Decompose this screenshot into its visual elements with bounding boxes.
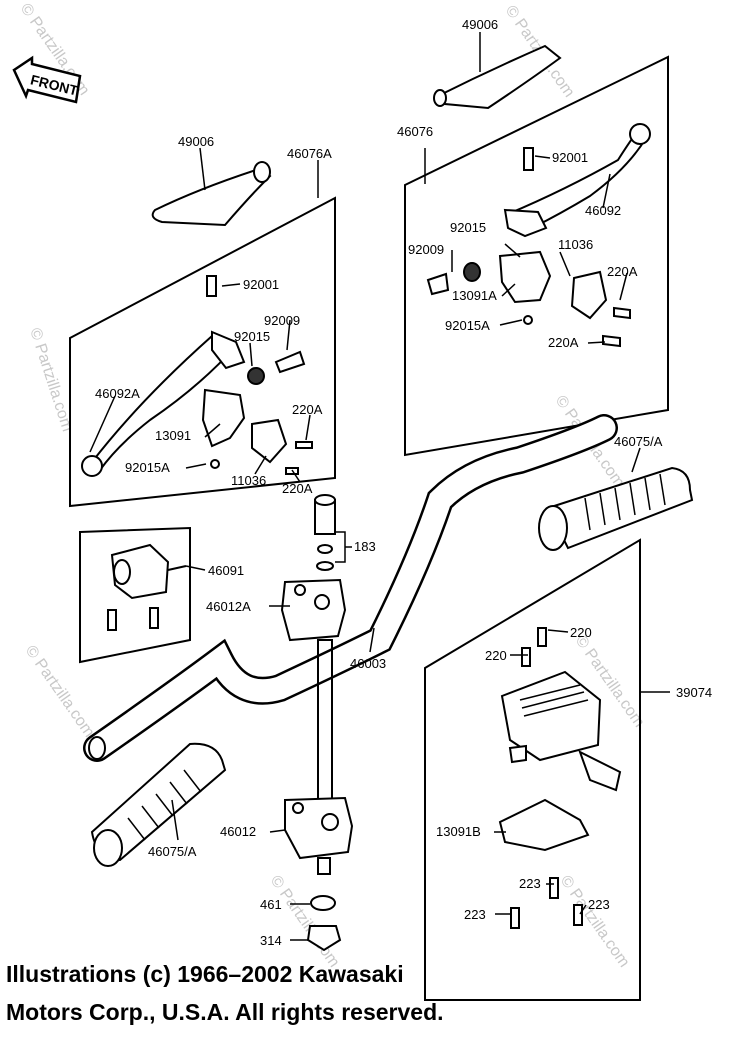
group-boxes: [69, 55, 669, 1001]
part-label: 92009: [408, 242, 444, 257]
part-label: 223: [519, 876, 541, 891]
part-label: 46012A: [206, 599, 251, 614]
right-lever-box: [404, 55, 669, 457]
part-label: 92015A: [125, 460, 170, 475]
part-label: 461: [260, 897, 282, 912]
part-label: 11036: [558, 237, 593, 252]
part-label: 46003: [350, 656, 386, 671]
part-label: 46075/A: [614, 434, 663, 449]
part-label: 223: [464, 907, 486, 922]
switch-assembly: [107, 543, 187, 631]
throttle-assembly: [498, 627, 622, 929]
upper-holder-assembly: [280, 494, 347, 642]
left-lever-assembly: [81, 275, 313, 477]
right-grip: [538, 466, 694, 551]
watermark: © Partzilla.com: [557, 873, 633, 971]
part-label: 46092A: [95, 386, 140, 401]
throttle-box: [424, 538, 641, 1001]
part-label: 46075/A: [148, 844, 197, 859]
part-label: 220: [485, 648, 507, 663]
part-label: 220A: [292, 402, 323, 417]
part-label: 46012: [220, 824, 256, 839]
part-label: 314: [260, 933, 282, 948]
watermark: © Partzilla.com: [267, 873, 343, 971]
handlebar: [83, 414, 618, 762]
part-label: 92015: [234, 329, 270, 344]
part-label: 223: [588, 897, 610, 912]
part-label: 220A: [607, 264, 638, 279]
part-label: 46092: [585, 203, 621, 218]
part-label: 39074: [676, 685, 712, 700]
part-label: 92001: [243, 277, 279, 292]
part-label: 13091A: [452, 288, 497, 303]
copyright-line-2: Motors Corp., U.S.A. All rights reserved…: [6, 999, 444, 1025]
part-label: 13091: [155, 428, 191, 443]
left-grip: [90, 742, 227, 867]
switch-box: [79, 526, 191, 664]
right-lever-cover: [433, 44, 562, 110]
part-label: 46076: [397, 124, 433, 139]
left-lever-box: [69, 196, 336, 508]
part-label: 220A: [548, 335, 579, 350]
part-label: 49006: [178, 134, 214, 149]
lower-holder-assembly: [284, 639, 354, 952]
part-label: 220A: [282, 481, 313, 496]
left-lever-cover: [151, 161, 272, 227]
part-label: 49006: [462, 17, 498, 32]
part-label: 46091: [208, 563, 244, 578]
part-label: 92015A: [445, 318, 490, 333]
part-label: 183: [354, 539, 376, 554]
part-label: 92001: [552, 150, 588, 165]
part-label: 220: [570, 625, 592, 640]
watermark: © Partzilla.com: [26, 326, 75, 434]
part-label: 92009: [264, 313, 300, 328]
watermark: © Partzilla.com: [22, 643, 98, 741]
right-lever-assembly: [426, 123, 651, 348]
part-labels: 49006 49006 46076 46076A 92001 46092 920…: [95, 17, 712, 948]
part-label: 92015: [450, 220, 486, 235]
part-label: 11036: [231, 473, 266, 488]
copyright-line-1: Illustrations (c) 1966–2002 Kawasaki: [6, 961, 404, 987]
part-label: 46076A: [287, 146, 332, 161]
part-label: 13091B: [436, 824, 481, 839]
leader-lines: [89, 32, 670, 941]
